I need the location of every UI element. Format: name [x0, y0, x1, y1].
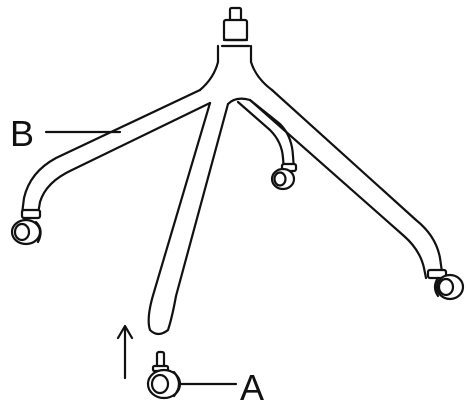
label-a: A [240, 367, 264, 408]
gas-lift-spindle [220, 6, 251, 48]
insertion-arrow-up [116, 324, 134, 380]
caster-left-mounted [10, 208, 42, 246]
caster-loose [146, 350, 182, 400]
label-b: B [10, 113, 34, 154]
caster-right-mounted [426, 268, 465, 301]
caster-rear-mounted [270, 162, 298, 191]
star-base [20, 44, 444, 336]
